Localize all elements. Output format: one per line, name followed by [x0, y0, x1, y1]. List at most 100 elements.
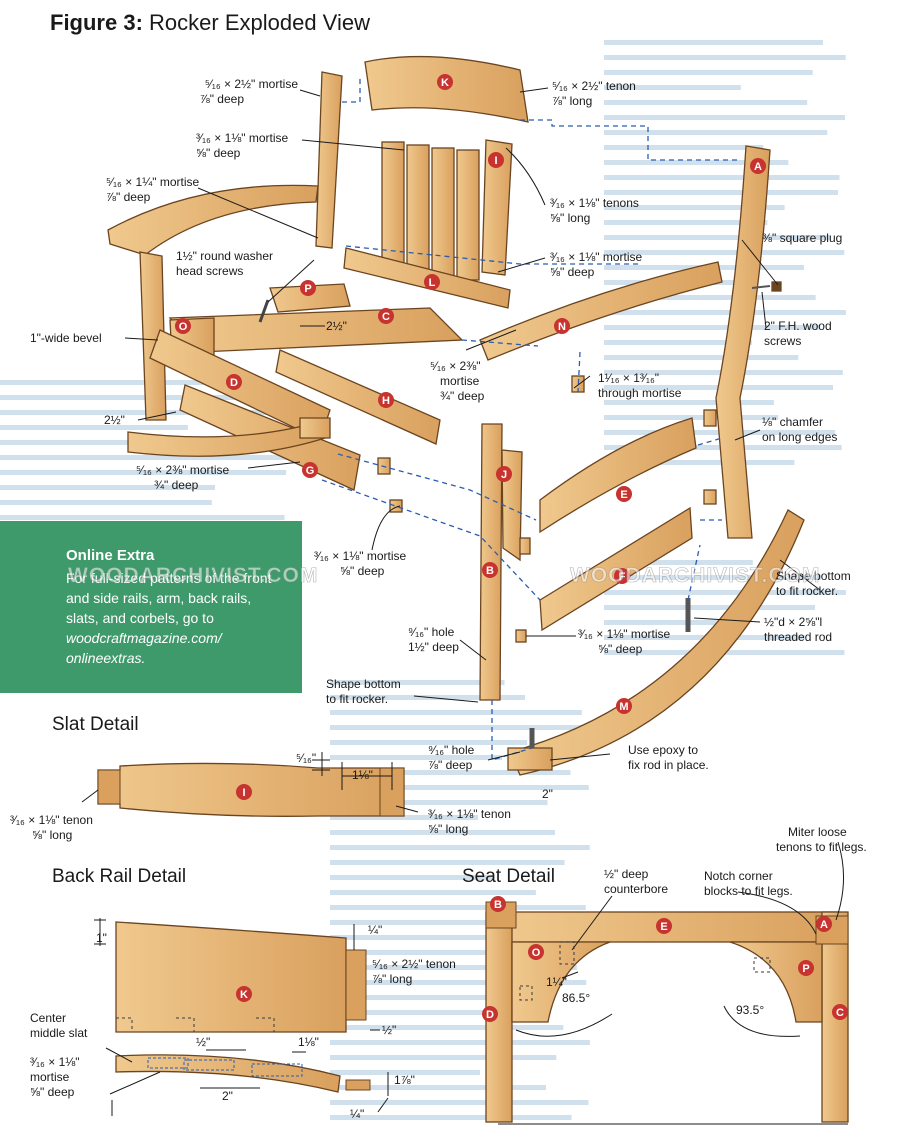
- online-extra-heading: Online Extra: [66, 547, 155, 564]
- bg-text-line: [330, 680, 505, 685]
- tag-d-seat: D: [482, 1006, 498, 1022]
- tag-d-seat-label: D: [486, 1009, 494, 1021]
- online-extra-url[interactable]: woodcraftmagazine.com/ onlineextras.: [66, 630, 222, 666]
- section-back-rail-detail: Back Rail Detail: [52, 866, 187, 887]
- tag-p-label: P: [304, 283, 311, 295]
- section-slat-detail: Slat Detail: [52, 714, 139, 735]
- online-extra-body: For full-sized patterns of the front and…: [66, 570, 272, 626]
- back-rail-plan: [115, 1054, 341, 1093]
- square-plug: [771, 281, 782, 292]
- bg-text-line: [330, 725, 583, 730]
- loose-tenon: [515, 629, 527, 643]
- seat-dim-1: 1¼": [546, 975, 567, 989]
- watermark-left: WOODARCHIVIST.COM: [68, 564, 319, 588]
- bg-text-line: [330, 1040, 590, 1045]
- bg-text-line: [604, 340, 752, 345]
- bg-text-line: [604, 575, 821, 580]
- bg-text-line: [330, 755, 503, 760]
- exploded-view: [107, 55, 805, 776]
- part-rocker-end-block: [507, 747, 553, 771]
- tag-i-slat-detail: I: [236, 784, 252, 800]
- tag-m: M: [616, 698, 632, 714]
- assembly-lines: [321, 78, 740, 761]
- bg-text-line: [330, 1070, 480, 1075]
- tag-m-label: M: [619, 701, 628, 713]
- bg-text-line: [330, 1010, 491, 1015]
- bg-text-line: [330, 1055, 557, 1060]
- bg-text-line: [0, 425, 188, 430]
- loose-tenon: [703, 489, 717, 505]
- bg-text-line: [604, 590, 846, 595]
- back-rail-dim-3: ½": [382, 1023, 396, 1037]
- tag-o: O: [175, 318, 191, 334]
- bg-text-line: [604, 145, 764, 150]
- bg-text-line: [604, 70, 813, 75]
- bg-text-line: [604, 325, 821, 330]
- bg-text-line: [330, 905, 586, 910]
- bg-text-line: [604, 250, 845, 255]
- leader-lines: [124, 87, 821, 761]
- part-f-side-rail: [539, 506, 693, 632]
- bg-text-line: [330, 980, 587, 985]
- tag-k: K: [437, 74, 453, 90]
- bg-text-line: [604, 415, 779, 420]
- bg-text-line: [604, 235, 830, 240]
- tag-c-seat: C: [832, 1004, 848, 1020]
- back-rail-plan-tenon: [345, 1079, 371, 1091]
- callout-c13: 1¹⁄₁₆ × 1³⁄₁₆"through mortise: [598, 371, 682, 400]
- bg-text-line: [604, 220, 768, 225]
- part-rocker-base-block: [299, 417, 331, 439]
- tag-k-label: K: [441, 77, 449, 89]
- bg-text-line: [330, 950, 515, 955]
- bg-text-line: [604, 460, 795, 465]
- online-extra-box: Online Extra For full-sized patterns of …: [0, 521, 302, 693]
- back-rail-dim-6: 2": [222, 1089, 233, 1103]
- tag-l-label: L: [429, 277, 436, 289]
- callout-c14: 2½": [104, 413, 125, 427]
- bg-text-line: [0, 470, 287, 475]
- part-slat-4: [456, 149, 480, 281]
- part-left-arm: [107, 184, 319, 256]
- figure-label: Figure 3:: [50, 10, 143, 35]
- callout-c9: 1"-wide bevel: [30, 331, 102, 345]
- bg-text-line: [330, 845, 590, 850]
- tag-b-seat-label: B: [494, 899, 502, 911]
- tag-i: I: [488, 152, 504, 168]
- part-n-right-arm: [479, 261, 723, 361]
- slat-detail-tenon-left: [97, 769, 121, 805]
- tag-a: A: [750, 158, 766, 174]
- bg-text-line: [604, 400, 774, 405]
- tag-j-label: J: [501, 469, 507, 481]
- back-rail-dim-1: 1": [96, 931, 107, 945]
- part-slat-1: [381, 141, 405, 268]
- tag-e-label: E: [620, 489, 627, 501]
- bg-text-line: [330, 830, 555, 835]
- tag-c: C: [378, 308, 394, 324]
- wood-screw: [751, 285, 771, 289]
- part-e-side-rail: [539, 417, 697, 534]
- callout-c25: 2": [542, 787, 553, 801]
- slat-detail: [81, 752, 419, 817]
- tag-b-seat: B: [490, 896, 506, 912]
- back-rail-detail: [94, 918, 389, 1116]
- tag-g-label: G: [306, 465, 315, 477]
- watermark-right: WOODARCHIVIST.COM: [570, 564, 821, 588]
- tag-e-seat-label: E: [660, 921, 667, 933]
- bg-text-line: [604, 85, 741, 90]
- bg-text-line: [330, 935, 516, 940]
- bg-text-line: [604, 100, 808, 105]
- part-a-back-leg: [715, 145, 771, 539]
- bg-text-line: [604, 310, 846, 315]
- figure-title-text: Rocker Exploded View: [149, 10, 370, 35]
